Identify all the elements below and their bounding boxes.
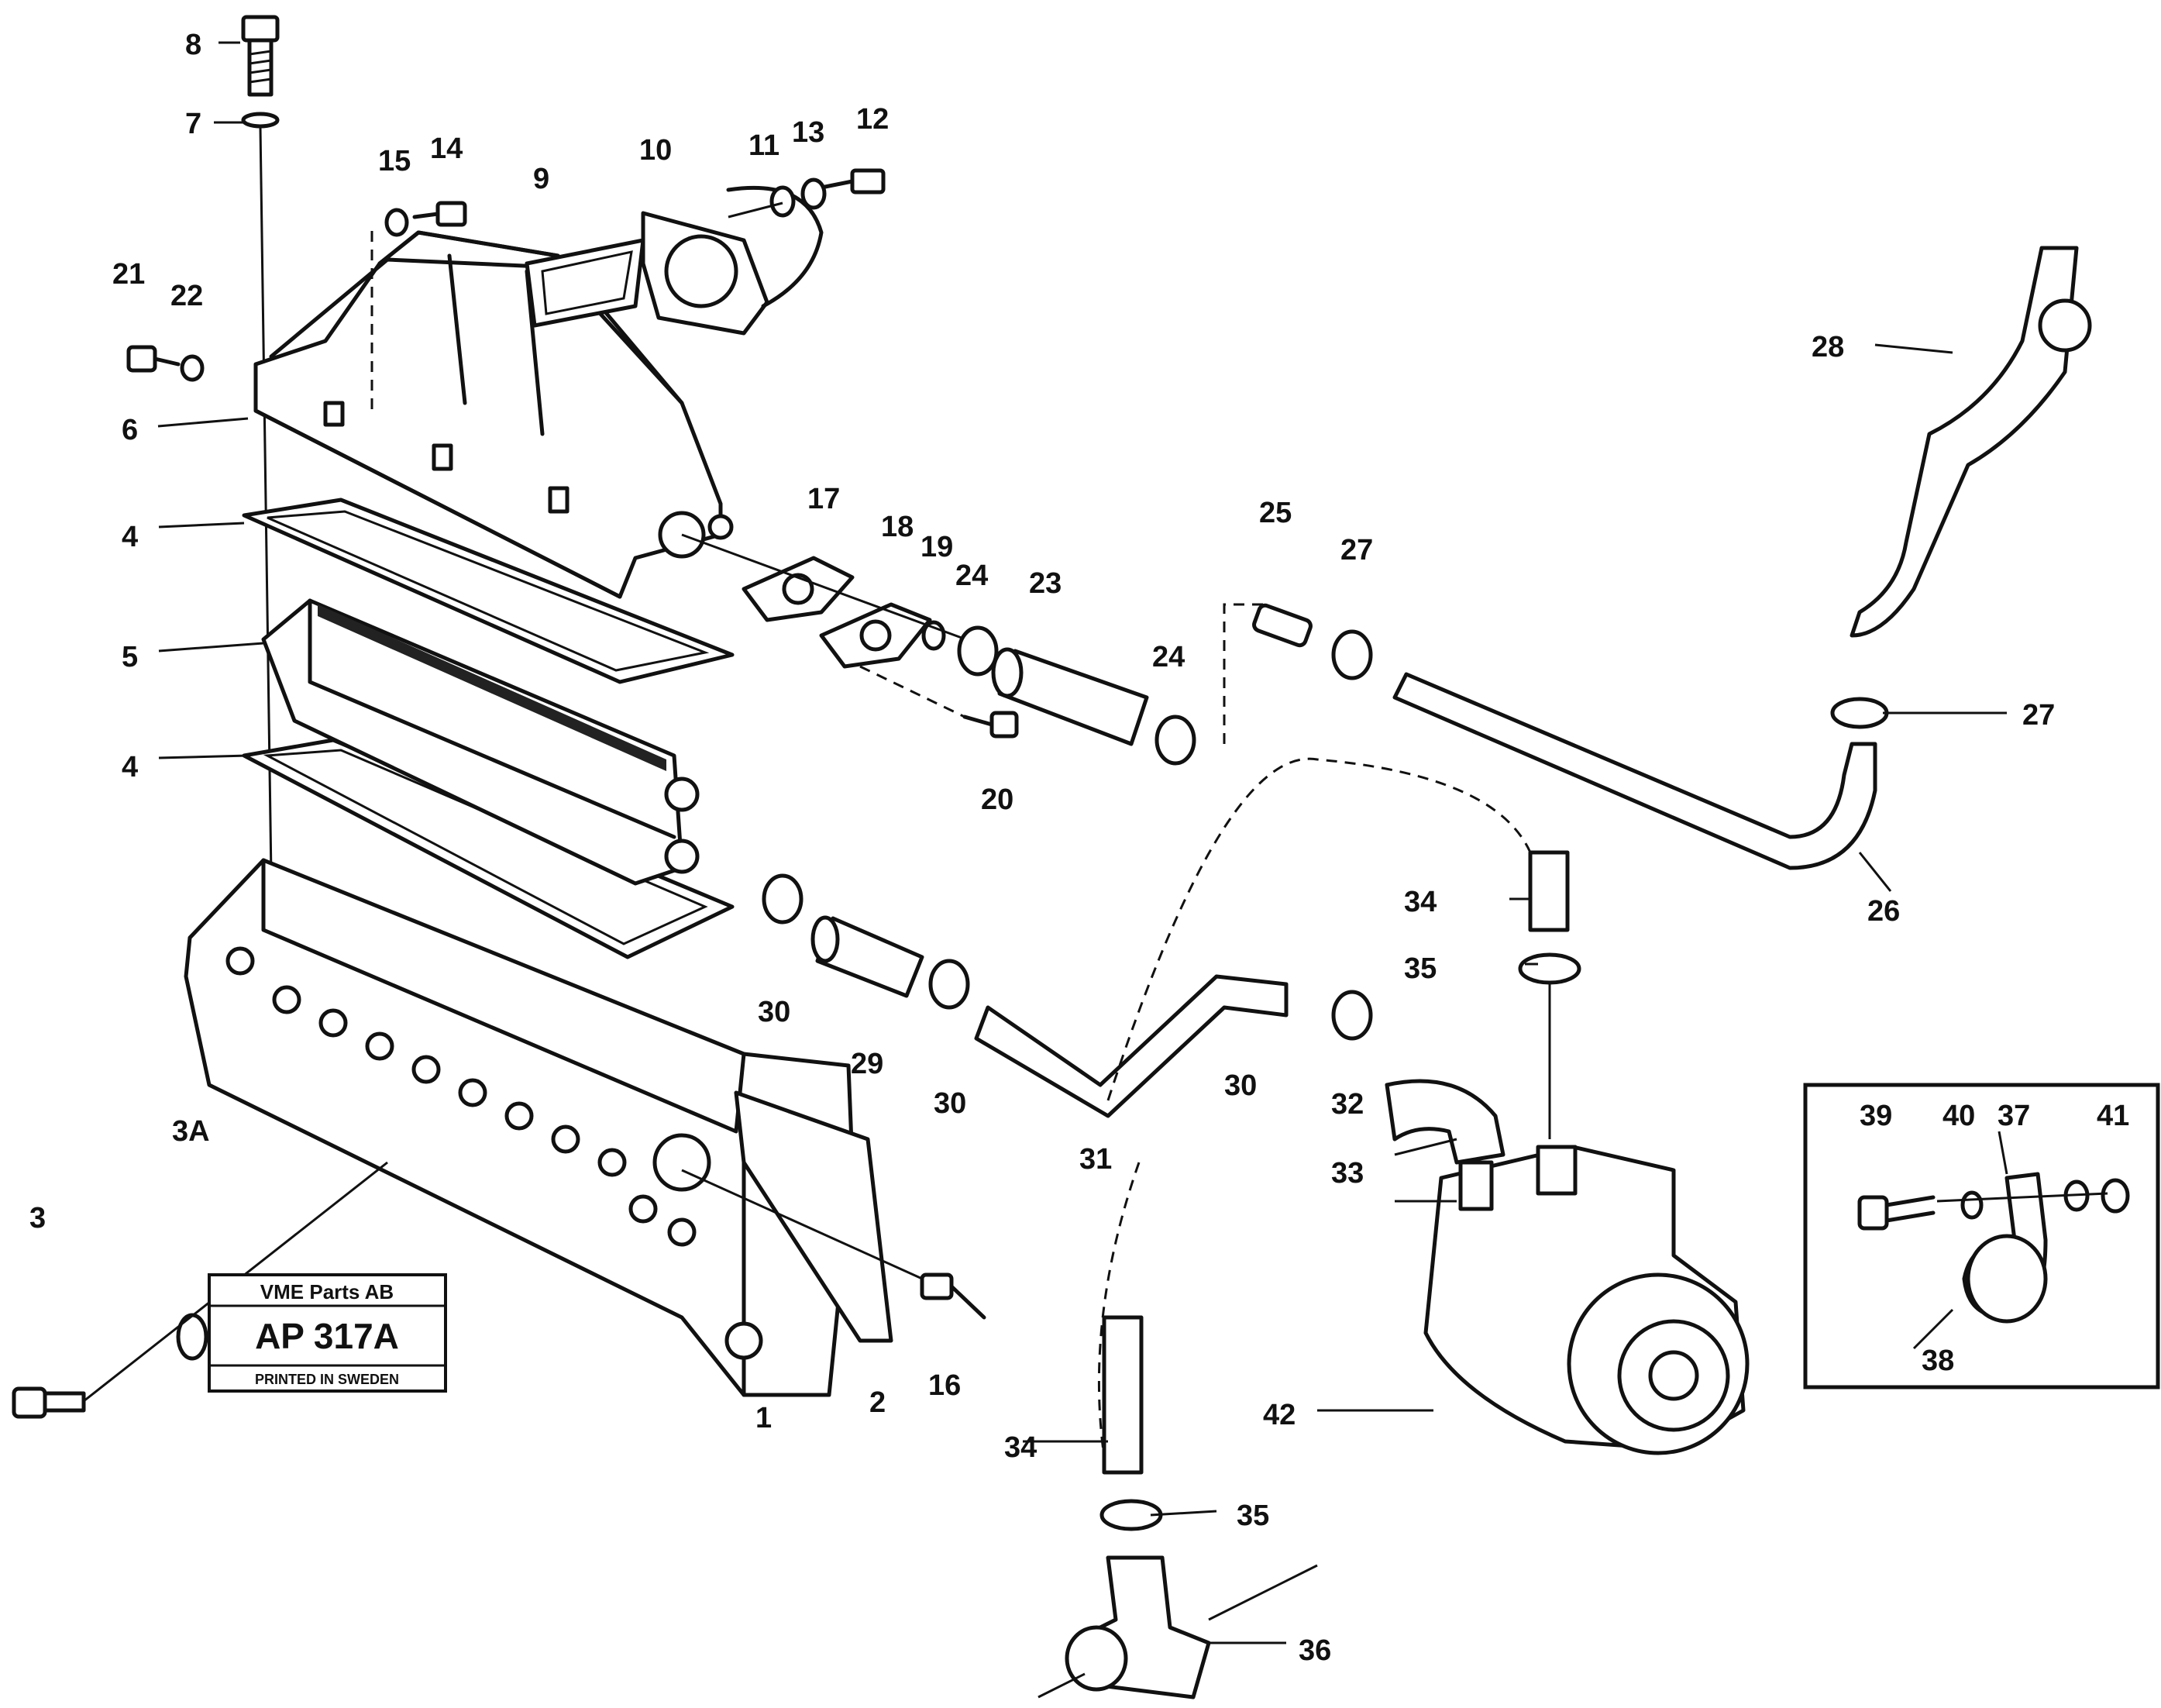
clamp-part-30-a bbox=[762, 873, 803, 925]
clamp-part-24-left bbox=[957, 625, 999, 677]
part-label: 34 bbox=[1004, 1431, 1037, 1464]
part-label: 41 bbox=[2097, 1100, 2129, 1132]
clamp-part-24-right bbox=[1154, 715, 1196, 766]
hose-part-34-upper bbox=[1528, 850, 1570, 932]
part-label: 10 bbox=[639, 134, 672, 167]
part-label: 27 bbox=[2022, 699, 2055, 732]
flange-part-10 bbox=[641, 211, 769, 336]
part-label: 32 bbox=[1331, 1088, 1364, 1121]
bolt-part-21 bbox=[126, 345, 181, 373]
part-label: 24 bbox=[1152, 641, 1185, 673]
part-label: 3A bbox=[172, 1115, 210, 1148]
part-label: 37 bbox=[1998, 1100, 2030, 1132]
part-label: 18 bbox=[881, 511, 914, 543]
part-label: 33 bbox=[1331, 1157, 1364, 1190]
part-label: 2 bbox=[869, 1386, 886, 1419]
gasket-part-9 bbox=[525, 238, 645, 328]
part-label: 26 bbox=[1867, 895, 1900, 928]
part-label: 35 bbox=[1237, 1500, 1269, 1532]
part-label: 6 bbox=[122, 414, 138, 446]
cooler-core-part-5 bbox=[261, 598, 700, 886]
part-label: 11 bbox=[748, 129, 779, 162]
stamp-code: AP 317A bbox=[255, 1316, 399, 1356]
part-label: 14 bbox=[430, 133, 463, 165]
pipe-part-26 bbox=[1392, 672, 1877, 870]
cover-part-6 bbox=[253, 230, 734, 599]
water-pump-part-42 bbox=[1423, 1145, 1750, 1455]
part-label: 3 bbox=[29, 1202, 46, 1235]
part-label: 8 bbox=[185, 29, 201, 61]
part-label: 39 bbox=[1860, 1100, 1892, 1132]
part-label: 40 bbox=[1942, 1100, 1975, 1132]
pipe-part-31 bbox=[974, 974, 1289, 1118]
part-label: 5 bbox=[122, 641, 138, 673]
part-number-labels: 1 2 3 3A 4 4 5 6 7 8 9 10 11 12 13 14 15… bbox=[29, 29, 2129, 1667]
part-label: 17 bbox=[807, 483, 840, 515]
tee-part-36 bbox=[1065, 1555, 1211, 1699]
part-label: 25 bbox=[1259, 497, 1292, 529]
fitting-part-25 bbox=[1252, 603, 1313, 648]
part-label: 20 bbox=[981, 783, 1013, 816]
clamp-part-35-upper bbox=[1518, 952, 1581, 985]
gasket-part-4-lower bbox=[242, 738, 735, 959]
part-label: 42 bbox=[1263, 1399, 1296, 1431]
hose-part-34-lower bbox=[1102, 1315, 1144, 1475]
bolt-part-8 bbox=[241, 15, 280, 97]
stamp-company: VME Parts AB bbox=[260, 1280, 394, 1303]
pipe-part-28 bbox=[1850, 246, 2092, 638]
part-label: 27 bbox=[1340, 534, 1373, 566]
bolt-part-14 bbox=[412, 201, 467, 227]
part-label: 38 bbox=[1922, 1345, 1954, 1377]
bolt-part-12 bbox=[819, 168, 886, 195]
part-label: 28 bbox=[1812, 331, 1844, 363]
hose-elbow-part-32 bbox=[1385, 1079, 1505, 1165]
hose-part-23 bbox=[991, 647, 1149, 746]
clamp-part-30-b bbox=[928, 959, 970, 1010]
part-label: 24 bbox=[955, 560, 988, 592]
washer-part-7 bbox=[241, 112, 280, 129]
flange-part-18 bbox=[819, 602, 932, 669]
part-label: 4 bbox=[122, 751, 138, 783]
part-label: 34 bbox=[1404, 886, 1437, 918]
gasket-part-4-upper bbox=[242, 498, 735, 684]
part-label: 1 bbox=[755, 1402, 772, 1434]
part-label: 12 bbox=[856, 103, 889, 136]
part-label: 36 bbox=[1299, 1634, 1331, 1667]
clamp-part-27-left bbox=[1331, 629, 1373, 680]
clamp-part-30-c bbox=[1331, 990, 1373, 1041]
part-label: 30 bbox=[1224, 1069, 1257, 1102]
part-label: 21 bbox=[112, 258, 145, 291]
part-label: 23 bbox=[1029, 567, 1062, 600]
clamp-part-27-right bbox=[1830, 697, 1889, 729]
part-label: 22 bbox=[170, 280, 203, 312]
leader-lines bbox=[157, 41, 2008, 1644]
bolt-part-20 bbox=[962, 711, 1019, 739]
part-label: 19 bbox=[920, 531, 953, 563]
title-stamp: VME Parts AB AP 317A PRINTED IN SWEDEN bbox=[208, 1273, 447, 1393]
part-label: 30 bbox=[934, 1087, 966, 1120]
part-label: 4 bbox=[122, 521, 138, 553]
stamp-footer: PRINTED IN SWEDEN bbox=[255, 1372, 399, 1387]
part-label: 9 bbox=[533, 163, 549, 195]
housing-part-1 bbox=[184, 858, 855, 1397]
part-label: 35 bbox=[1404, 952, 1437, 985]
part-label: 15 bbox=[378, 145, 411, 177]
part-label: 13 bbox=[792, 116, 824, 149]
hose-part-29 bbox=[810, 915, 924, 998]
detail-inset-box bbox=[1803, 1083, 2160, 1389]
part-label: 7 bbox=[185, 108, 201, 140]
bolt-part-3 bbox=[12, 1386, 86, 1419]
part-label: 16 bbox=[928, 1369, 961, 1402]
part-label: 29 bbox=[851, 1048, 883, 1080]
part-label: 30 bbox=[758, 996, 790, 1028]
flange-part-17 bbox=[742, 556, 855, 622]
gasket-part-2 bbox=[734, 1090, 893, 1343]
sensor-part-16 bbox=[920, 1272, 986, 1320]
part-label: 31 bbox=[1079, 1143, 1112, 1176]
